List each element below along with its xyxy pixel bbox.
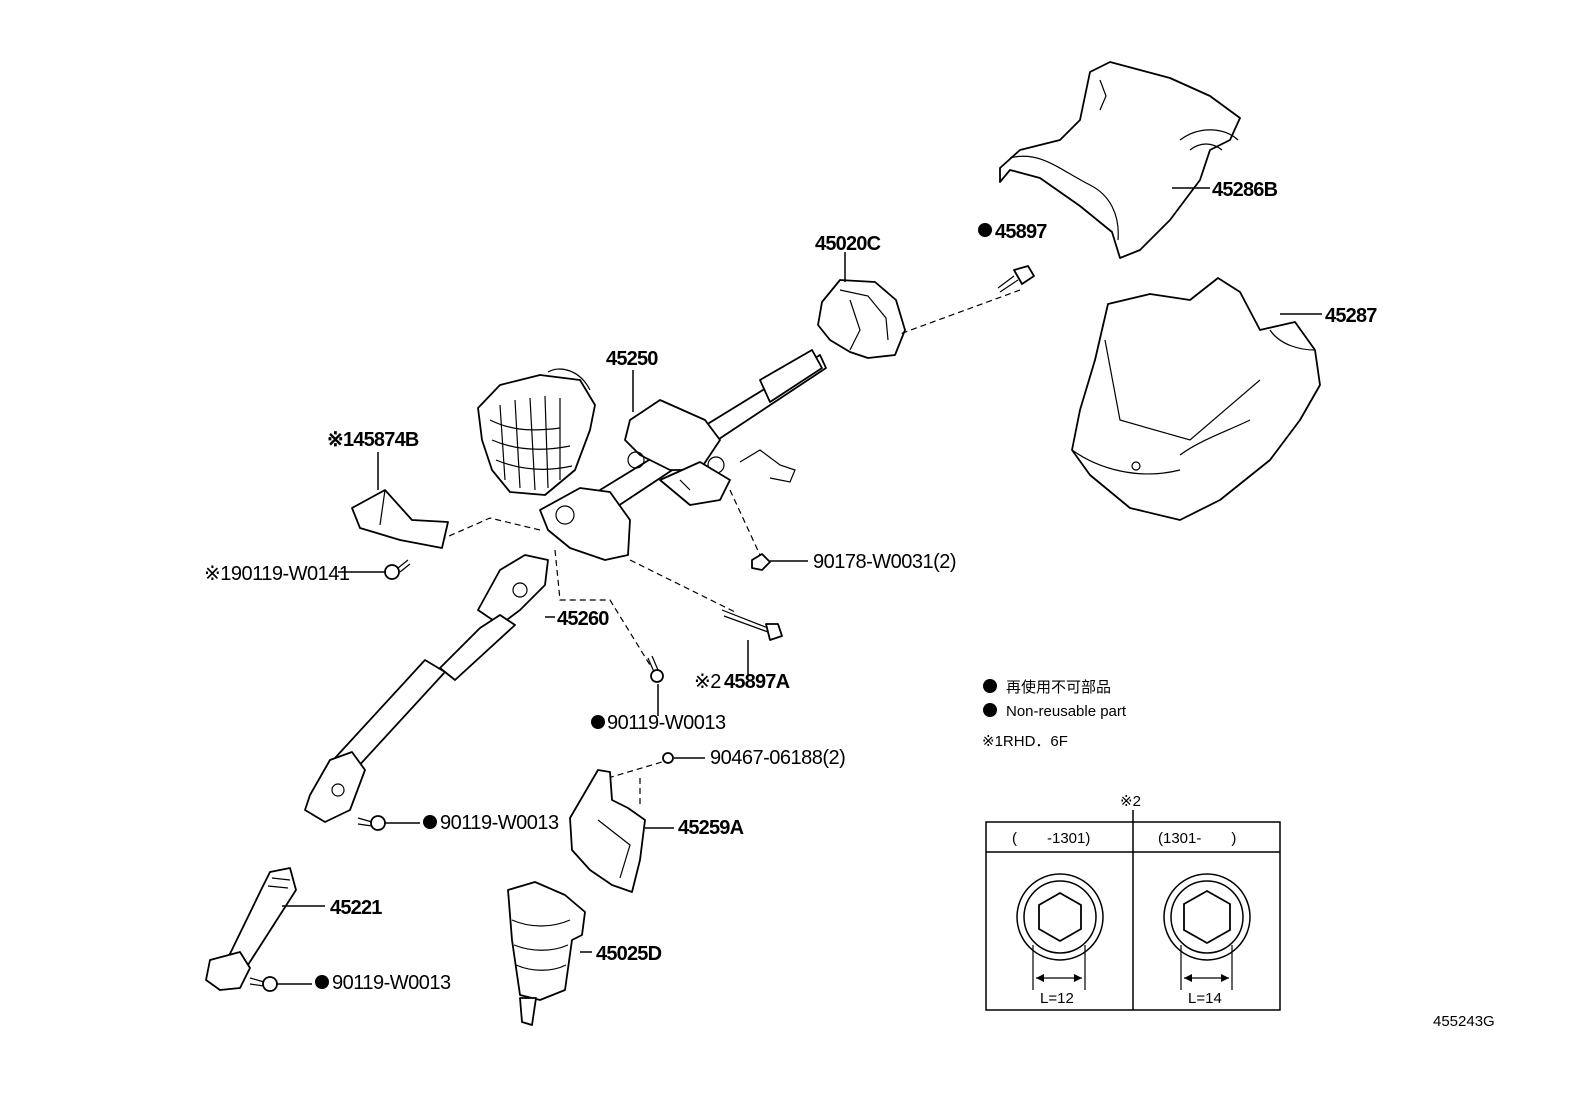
non-reusable-marker-90119-c bbox=[315, 975, 329, 989]
upper-column-cover-illustration bbox=[999, 61, 1241, 259]
intermediate-shaft-illustration bbox=[304, 554, 549, 823]
bolt-90119-c-illustration bbox=[249, 976, 278, 992]
label-90119-w0013-b: 90119-W0013 bbox=[440, 812, 559, 834]
label-90467-06188: 90467-06188(2) bbox=[710, 747, 845, 769]
inset-col2-header: (1301- ) bbox=[1158, 830, 1236, 847]
cover-45259a-illustration bbox=[569, 769, 646, 893]
boot-45025d-illustration bbox=[507, 881, 586, 1026]
figure-id: 455243G bbox=[1433, 1013, 1495, 1030]
label-190119-w0141: ※190119-W0141 bbox=[204, 563, 350, 585]
bolt-90119-a-illustration bbox=[647, 655, 664, 683]
label-45287: 45287 bbox=[1325, 305, 1377, 327]
inset-col1-header: ( -1301) bbox=[1012, 830, 1090, 847]
bolt-variant-inset: ※2 ( -1301) (1301- ) L=12 L=14 bbox=[985, 793, 1281, 1011]
steering-column-assembly-illustration bbox=[477, 349, 827, 561]
label-45897a: 45897A bbox=[724, 671, 790, 693]
non-reusable-marker-45897 bbox=[978, 223, 992, 237]
bolt-45897-illustration bbox=[997, 265, 1035, 293]
label-45020c: 45020C bbox=[815, 233, 881, 255]
bracket-45874b-illustration bbox=[351, 489, 449, 549]
label-145874b: ※145874B bbox=[327, 429, 419, 451]
non-reusable-marker-90119-b bbox=[423, 815, 437, 829]
switch-45020c-illustration bbox=[817, 279, 906, 359]
inset-l12-label: L=12 bbox=[1040, 990, 1074, 1007]
label-45897a-prefix: ※2 bbox=[694, 671, 721, 693]
label-90178-w0031: 90178-W0031(2) bbox=[813, 551, 956, 573]
inset-l14-label: L=14 bbox=[1188, 990, 1222, 1007]
bolt-90119-b-illustration bbox=[357, 815, 386, 831]
bolt-head-l14-icon bbox=[1163, 873, 1251, 990]
label-45221: 45221 bbox=[330, 897, 382, 919]
legend-marker-en bbox=[983, 703, 997, 717]
label-45260: 45260 bbox=[557, 608, 609, 630]
part-labels: 45286B 45897 45020C 45287 45250 ※145874B… bbox=[204, 179, 1378, 994]
clip-90467-illustration bbox=[662, 752, 674, 764]
non-reusable-marker-90119-a bbox=[591, 715, 605, 729]
bolt-head-l12-icon bbox=[1016, 873, 1104, 990]
label-90119-w0013-c: 90119-W0013 bbox=[332, 972, 451, 994]
legend-note-1: ※1RHD．6F bbox=[982, 733, 1068, 750]
legend-text-en: Non-reusable part bbox=[1006, 703, 1127, 720]
label-45897: 45897 bbox=[995, 221, 1047, 243]
legend: 再使用不可部品 Non-reusable part ※1RHD．6F bbox=[982, 678, 1127, 750]
label-45250: 45250 bbox=[606, 348, 658, 370]
label-90119-w0013-a: 90119-W0013 bbox=[607, 712, 726, 734]
legend-marker-jp bbox=[983, 679, 997, 693]
label-45025d: 45025D bbox=[596, 943, 662, 965]
shaft-45221-illustration bbox=[205, 867, 297, 991]
nut-90178-illustration bbox=[751, 553, 771, 571]
lower-column-cover-illustration bbox=[1071, 277, 1321, 521]
label-45259a: 45259A bbox=[678, 817, 744, 839]
inset-title: ※2 bbox=[1120, 793, 1141, 810]
legend-text-jp: 再使用不可部品 bbox=[1006, 678, 1111, 696]
label-45286b: 45286B bbox=[1212, 179, 1278, 201]
bolt-45897a-illustration bbox=[721, 609, 783, 641]
bolt-190119-illustration bbox=[384, 559, 411, 580]
leader-lines bbox=[277, 187, 1322, 985]
